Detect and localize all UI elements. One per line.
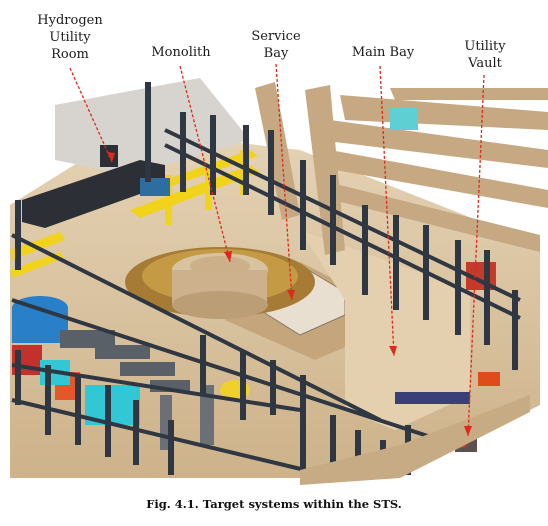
label-hydrogen-line1: Hydrogen [37, 13, 103, 28]
steel-rails [11, 128, 521, 472]
label-utility-line2: Vault [468, 56, 502, 71]
blue-tank [140, 178, 170, 196]
label-hydrogen-line2: Utility [49, 30, 91, 45]
label-service-line2: Bay [263, 46, 289, 61]
figure-caption: Fig. 4.1. Target systems within the STS. [146, 497, 402, 511]
monolith [125, 247, 315, 319]
ceiling-fixture [390, 108, 418, 130]
label-service-line1: Service [251, 29, 301, 44]
label-monolith: Monolith [151, 45, 211, 60]
label-service-bay: Service Bay [248, 28, 304, 62]
label-hydrogen-line3: Room [51, 47, 89, 62]
foundation-front [300, 395, 530, 485]
pointer-heads [107, 152, 472, 436]
label-pointers [69, 63, 485, 437]
label-main-bay: Main Bay [351, 45, 415, 60]
label-hydrogen-utility-room: Hydrogen Utility Room [30, 12, 110, 63]
label-utility-line1: Utility [464, 39, 506, 54]
label-utility-vault: Utility Vault [458, 38, 512, 72]
roof-beams [255, 82, 548, 255]
